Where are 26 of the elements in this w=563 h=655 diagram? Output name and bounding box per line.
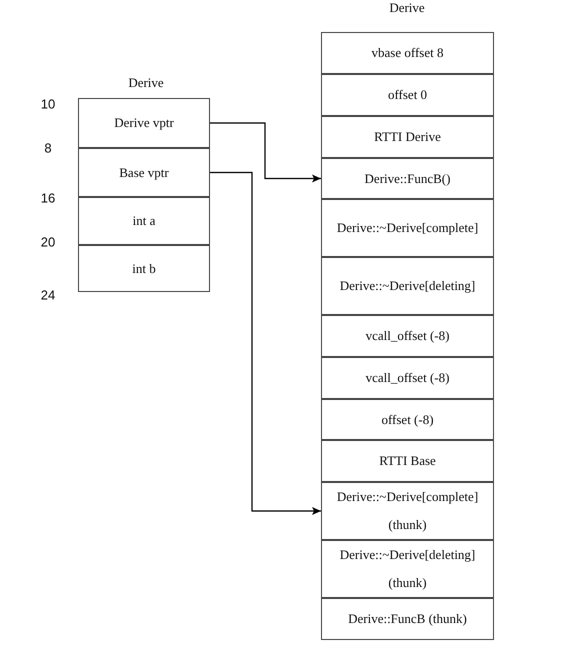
table-cell: Derive::FuncB (thunk) — [321, 598, 494, 640]
table-cell: Derive::~Derive[complete] (thunk) — [321, 482, 494, 540]
offset-number: 10 — [40, 96, 56, 112]
table-cell: vcall_offset (-8) — [321, 315, 494, 357]
offset-number: 24 — [40, 288, 56, 302]
offset-number: 8 — [44, 140, 52, 156]
table-cell: vbase offset 8 — [321, 32, 494, 74]
table-title: Derive — [128, 75, 164, 91]
table-cell: RTTI Derive — [321, 116, 494, 158]
table-cell: vcall_offset (-8) — [321, 357, 494, 399]
table-cell: Derive::~Derive[deleting] — [321, 257, 494, 315]
arrow — [210, 172, 321, 515]
table-cell: RTTI Base — [321, 440, 494, 482]
table-cell: Derive::~Derive[deleting] (thunk) — [321, 540, 494, 598]
table-cell: int a — [78, 197, 210, 245]
table-cell: Derive vptr — [78, 98, 210, 148]
table-cell: Derive::FuncB() — [321, 158, 494, 199]
table-cell: offset (-8) — [321, 399, 494, 440]
offset-number: 16 — [40, 190, 56, 206]
arrow — [210, 122, 321, 182]
table-cell: int b — [78, 245, 210, 292]
offset-number: 20 — [40, 234, 56, 250]
table-cell: Derive::~Derive[complete] — [321, 199, 494, 257]
table-cell: Base vptr — [78, 148, 210, 197]
table-cell: offset 0 — [321, 74, 494, 116]
table-title: Derive — [389, 0, 425, 16]
